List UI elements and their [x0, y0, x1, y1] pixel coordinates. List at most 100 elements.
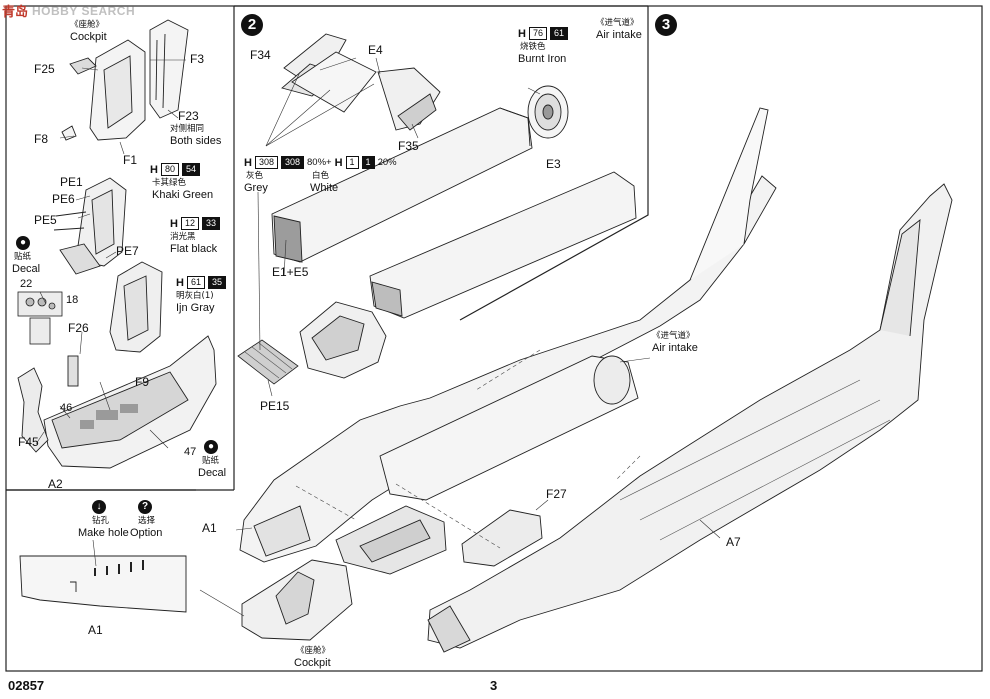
- paint-black-h: H: [170, 217, 178, 230]
- both-sides-en: Both sides: [170, 135, 222, 147]
- drill-icon: ↓: [92, 500, 106, 514]
- label-f9: F9: [135, 375, 150, 389]
- label-f8: F8: [34, 132, 49, 146]
- fuselage-a7: [427, 183, 953, 653]
- paint-ijn-code-a: 61: [186, 276, 205, 289]
- label-f45: F45: [18, 435, 39, 449]
- label-f26: F26: [68, 321, 89, 335]
- paint-khaki-cn: 卡其绿色: [152, 178, 187, 188]
- label-f3: F3: [190, 52, 205, 66]
- step-3-marker: 3: [655, 14, 677, 36]
- cockpit-title-en: Cockpit: [70, 31, 107, 43]
- decal2-cn: 贴纸: [202, 456, 220, 466]
- label-a2: A2: [48, 477, 63, 491]
- label-pe6: PE6: [52, 192, 75, 206]
- option-cn: 选择: [138, 516, 156, 526]
- intake-front-piece: [299, 301, 387, 379]
- paint-khaki-code-b: 54: [181, 163, 200, 176]
- intake-lip-parts: [281, 33, 441, 131]
- label-18: 18: [66, 294, 79, 306]
- label-f23: F23: [178, 109, 199, 123]
- paint-mix-code-c: 1: [345, 156, 359, 169]
- paint-mix-code-b: 308: [280, 156, 305, 169]
- air-intake2-cn: 《进气道》: [652, 331, 695, 341]
- paint-mix-code-a: 308: [254, 156, 278, 169]
- option-en: Option: [130, 527, 163, 539]
- label-a7: A7: [726, 535, 741, 549]
- panel3-leader-lines: [199, 357, 721, 617]
- instrument-panel: [17, 291, 63, 345]
- product-code: 02857: [8, 678, 45, 693]
- decal1-cn: 贴纸: [14, 252, 32, 262]
- paint-burnt-cn: 烧铁色: [520, 42, 546, 52]
- label-pe5: PE5: [34, 213, 57, 227]
- paint-black-cn: 消光黑: [170, 232, 196, 242]
- page-number: 3: [490, 678, 498, 693]
- paint-khaki-h: H: [150, 163, 158, 176]
- label-47: 47: [184, 446, 197, 458]
- label-pe15: PE15: [260, 399, 290, 413]
- panel1-leader-lines: [35, 59, 186, 449]
- gun-bay-part: [335, 505, 447, 575]
- decal-icon: ●: [204, 440, 218, 454]
- grey-en: Grey: [244, 182, 268, 194]
- paint-khaki-code-a: 80: [160, 163, 179, 176]
- both-sides-cn: 对侧相同: [170, 124, 205, 134]
- cockpit-tub: [17, 335, 217, 469]
- option-icon: ?: [138, 500, 152, 514]
- intake-e3-fan: [527, 85, 569, 139]
- cockpit2-cn: 《座舱》: [296, 646, 331, 656]
- paint-khaki: H 80 54: [150, 163, 200, 176]
- label-pe1: PE1: [60, 175, 83, 189]
- paint-grey-white-mix: H 308 308 80%+ H 1 1 20%: [244, 156, 397, 169]
- label-f25: F25: [34, 62, 55, 76]
- label-e4: E4: [368, 43, 383, 57]
- inset-label-a1: A1: [88, 623, 103, 637]
- paint-flat-black: H 12 33: [170, 217, 220, 230]
- f27-part: [461, 509, 543, 567]
- seat-in-tub: [109, 261, 163, 353]
- paint-ijn-gray: H 61 35: [176, 276, 226, 289]
- paint-mix-h1: H: [244, 156, 252, 169]
- seat-assembly-top: [61, 19, 189, 141]
- paint-mix-code-d: 1: [361, 156, 375, 169]
- inset-leader: [92, 539, 97, 567]
- paint-ijn-h: H: [176, 276, 184, 289]
- watermark-logo-cn: 青岛: [2, 5, 29, 20]
- air-intake2-en: Air intake: [652, 342, 698, 354]
- label-e1-e5: E1+E5: [272, 265, 309, 279]
- watermark: 青岛 HOBBY SEARCH: [2, 1, 136, 21]
- cockpit-installed: [241, 559, 353, 641]
- watermark-logo-en: HOBBY SEARCH: [32, 3, 136, 18]
- label-f1: F1: [123, 153, 138, 167]
- grey-cn: 灰色: [246, 171, 264, 181]
- label-f34: F34: [250, 48, 271, 62]
- step-2-marker: 2: [241, 14, 263, 36]
- panel2-guide-lines: [257, 57, 541, 397]
- decal1-en: Decal: [12, 263, 41, 275]
- cockpit-title-cn: 《座舱》: [70, 20, 105, 30]
- paint-burnt-code-b: 61: [549, 27, 568, 40]
- paint-ijn-en: Ijn Gray: [176, 302, 215, 314]
- label-e3: E3: [546, 157, 561, 171]
- make-hole-en: Make hole: [78, 527, 129, 539]
- label-f35: F35: [398, 139, 419, 153]
- paint-mix-pct2: 20%: [377, 157, 397, 168]
- label-a1: A1: [202, 521, 217, 535]
- paint-black-code-b: 33: [201, 217, 220, 230]
- cockpit2-en: Cockpit: [294, 657, 331, 669]
- paint-burnt-code-a: 76: [528, 27, 547, 40]
- white-en: White: [310, 182, 339, 194]
- frame-lines: [5, 5, 983, 672]
- paint-black-code-a: 12: [180, 217, 199, 230]
- seat-with-pe: [53, 177, 127, 275]
- paint-ijn-cn: 明灰白(1): [176, 291, 214, 301]
- make-hole-cn: 钻孔: [92, 516, 110, 526]
- label-22: 22: [20, 278, 33, 290]
- label-46: 46: [60, 402, 73, 414]
- paint-burnt-en: Burnt Iron: [518, 53, 567, 65]
- intake-duct-e1-e5: [271, 107, 637, 319]
- pe15-mesh: [237, 339, 299, 385]
- paint-khaki-en: Khaki Green: [152, 189, 214, 201]
